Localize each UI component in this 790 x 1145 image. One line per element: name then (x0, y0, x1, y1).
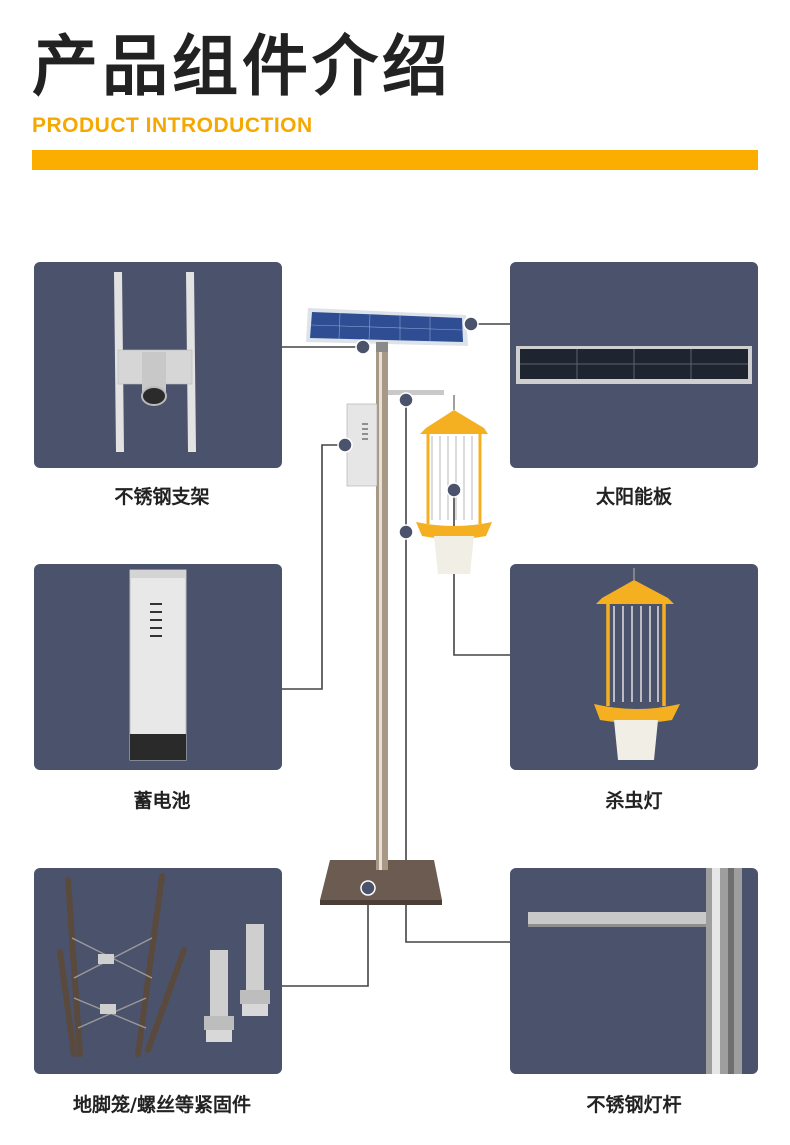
title-underline-bar (32, 150, 758, 170)
lamp-arm (388, 390, 444, 395)
product-illustration (282, 308, 510, 987)
battery-card (34, 564, 282, 770)
battery-image (129, 569, 187, 761)
fasteners-label: 地脚笼/螺丝等紧固件 (73, 1094, 251, 1116)
insect-lamp-art (416, 395, 492, 574)
insect-lamp-label: 杀虫灯 (605, 790, 663, 812)
bracket-label: 不锈钢支架 (114, 486, 210, 508)
solar-panel-card (510, 262, 758, 468)
bracket-card (34, 262, 282, 468)
insect-lamp-card (510, 564, 758, 770)
base-plate (320, 860, 442, 900)
insect-lamp-image (594, 568, 680, 760)
fasteners-image (57, 873, 270, 1057)
solar-panel-image (516, 346, 752, 384)
solar-panel-art (306, 308, 468, 352)
connector-dots (337, 316, 479, 896)
page-subtitle: PRODUCT INTRODUCTION (32, 114, 313, 137)
pole-card (510, 868, 758, 1074)
pole-label: 不锈钢灯杆 (586, 1094, 682, 1116)
pole-image (528, 868, 742, 1074)
fasteners-card (34, 868, 282, 1074)
battery-label: 蓄电池 (133, 790, 191, 812)
solar-panel-label: 太阳能板 (595, 486, 672, 508)
bracket-image (114, 272, 196, 452)
page-title: 产品组件介绍 (32, 28, 452, 105)
